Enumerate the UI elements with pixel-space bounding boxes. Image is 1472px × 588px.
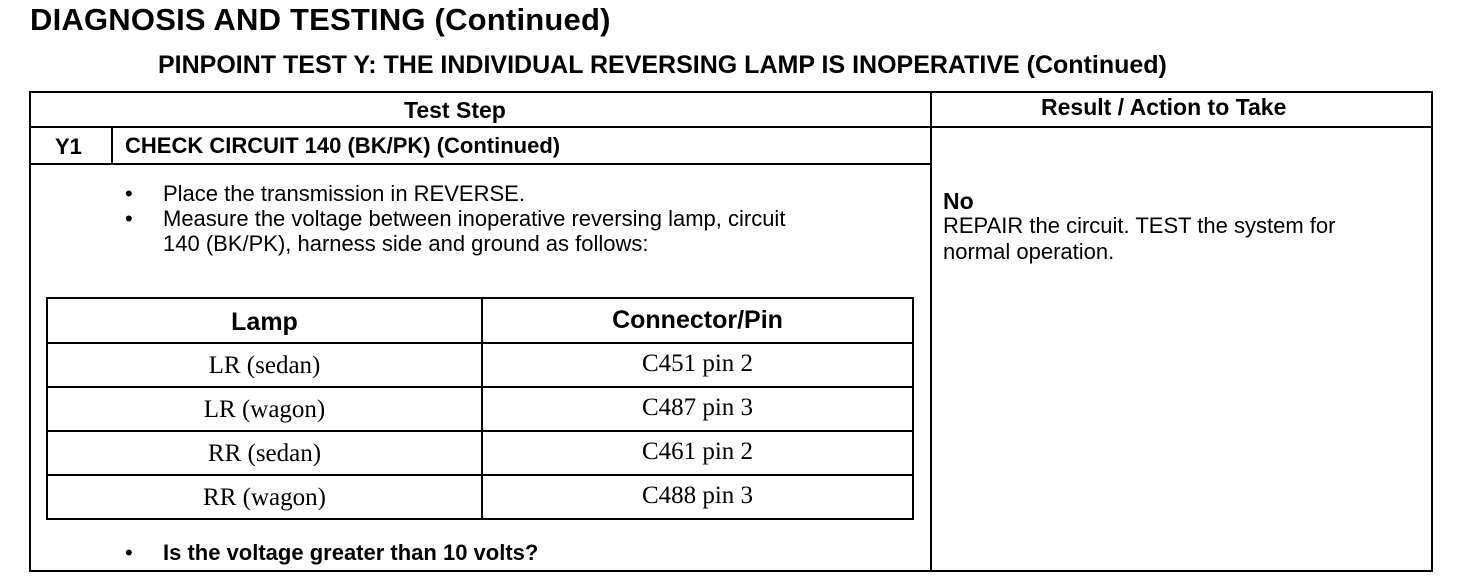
connector-cell: C451 pin 2	[641, 350, 754, 377]
lamp-cell: RR (wagon)	[203, 484, 326, 511]
test-table	[29, 91, 1433, 572]
test-step-header: Test Step	[404, 97, 506, 123]
pinpoint-test-title: PINPOINT TEST Y: THE INDIVIDUAL REVERSIN…	[158, 51, 1167, 79]
lamp-cell: LR (wagon)	[203, 396, 326, 423]
lamp-table-row-divider	[48, 386, 912, 388]
bullet: •	[125, 206, 133, 231]
bullet: •	[125, 181, 133, 206]
instruction-line: Place the transmission in REVERSE.	[163, 181, 525, 206]
header-divider	[29, 126, 1433, 128]
step-code-divider	[111, 126, 113, 164]
result-heading: No	[943, 188, 974, 214]
step-code: Y1	[55, 134, 82, 159]
lamp-table-row-divider	[48, 342, 912, 344]
lamp-table-column-divider	[481, 299, 483, 518]
step-row-divider	[29, 163, 932, 165]
lamp-table-row-divider	[48, 474, 912, 476]
lamp-cell: LR (sedan)	[208, 352, 321, 379]
question: Is the voltage greater than 10 volts?	[163, 540, 539, 565]
result-action-header: Result / Action to Take	[1041, 94, 1287, 120]
lamp-cell: RR (sedan)	[207, 440, 322, 467]
connector-cell: C488 pin 3	[641, 482, 754, 509]
result-line: normal operation.	[943, 239, 1115, 264]
column-divider	[930, 91, 932, 572]
instruction-line: 140 (BK/PK), harness side and ground as …	[163, 231, 649, 256]
lamp-table-row-divider	[48, 430, 912, 432]
step-title: CHECK CIRCUIT 140 (BK/PK) (Continued)	[125, 133, 561, 158]
instruction-line: Measure the voltage between inoperative …	[163, 206, 786, 231]
bullet: •	[125, 540, 133, 565]
page-title: DIAGNOSIS AND TESTING (Continued)	[30, 2, 611, 37]
lamp-header: Lamp	[231, 308, 298, 336]
lamp-connector-table: Lamp Connector/Pin LR (sedan) C451 pin 2…	[46, 297, 914, 520]
connector-pin-header: Connector/Pin	[612, 306, 783, 334]
connector-cell: C461 pin 2	[641, 438, 754, 465]
connector-cell: C487 pin 3	[641, 394, 754, 421]
result-line: REPAIR the circuit. TEST the system for	[943, 213, 1336, 238]
